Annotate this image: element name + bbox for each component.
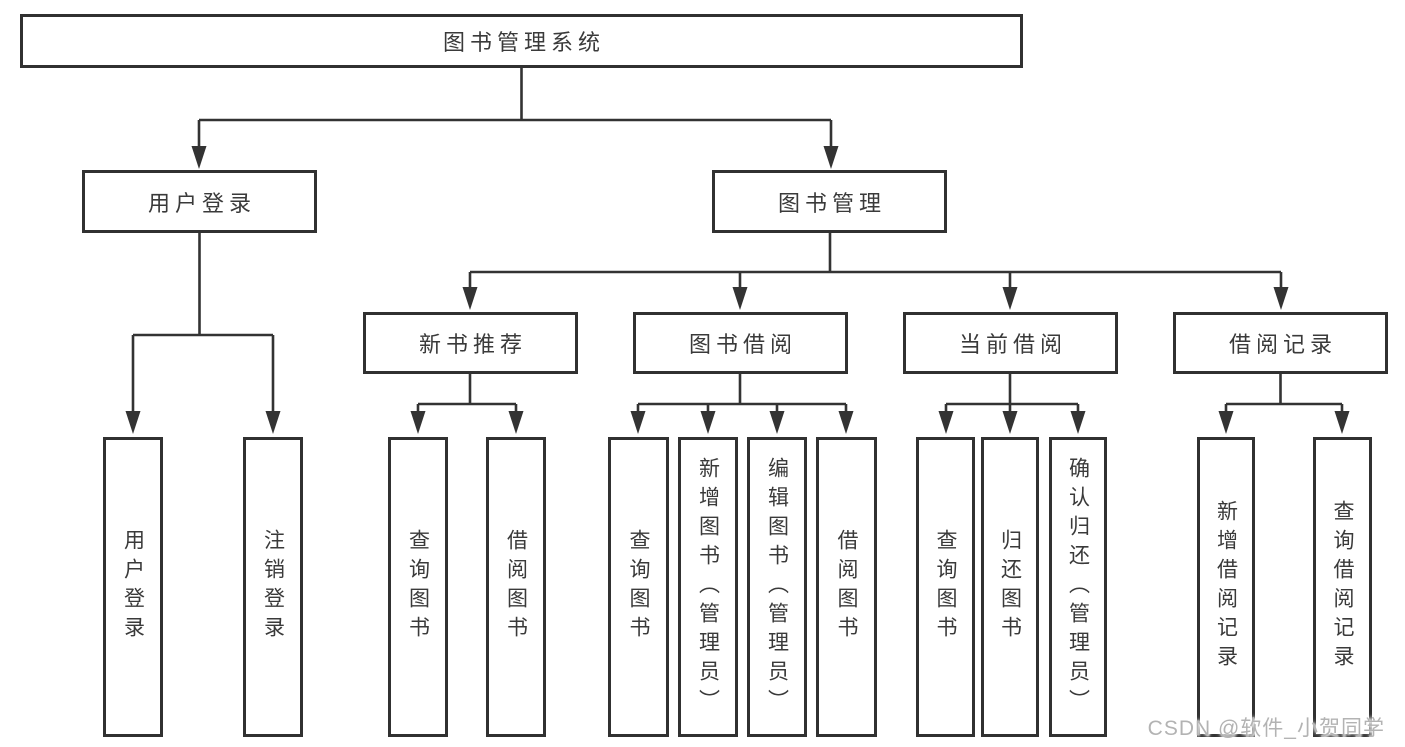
node-book-management: 图书管理 <box>712 170 947 233</box>
leaf-label: 编辑图书（管理员） <box>765 456 789 718</box>
connector-new-book-recommend-to-leaves <box>410 374 524 434</box>
connector-book-management-to-level3 <box>462 233 1289 310</box>
leaf-query-books-borrow: 查询图书 <box>608 437 669 737</box>
leaf-label: 查询图书 <box>627 529 650 645</box>
node-label: 图书管理系统 <box>442 30 605 55</box>
node-user-login: 用户登录 <box>82 170 317 233</box>
leaf-confirm-return-admin: 确认归还（管理员） <box>1049 437 1107 737</box>
leaf-label: 确认归还（管理员） <box>1066 456 1090 718</box>
node-new-book-recommendation: 新书推荐 <box>363 312 578 374</box>
connector-current-borrow-to-leaves <box>938 374 1086 434</box>
leaf-add-borrow-record: 新增借阅记录 <box>1197 437 1255 737</box>
leaf-label: 归还图书 <box>998 529 1022 645</box>
leaf-edit-book-admin: 编辑图书（管理员） <box>747 437 807 737</box>
leaf-add-book-admin: 新增图书（管理员） <box>678 437 738 737</box>
leaf-label: 查询图书 <box>934 529 957 645</box>
leaf-return-books: 归还图书 <box>981 437 1039 737</box>
leaf-query-borrow-record: 查询借阅记录 <box>1313 437 1372 737</box>
leaf-query-books-current: 查询图书 <box>916 437 975 737</box>
leaf-label: 借阅图书 <box>835 529 858 645</box>
node-borrowing-records: 借阅记录 <box>1173 312 1388 374</box>
leaf-logout: 注销登录 <box>243 437 303 737</box>
node-label: 图书借阅 <box>688 332 797 357</box>
leaf-label: 注销登录 <box>261 529 285 645</box>
leaf-label: 用户登录 <box>121 529 145 645</box>
node-library-management-system: 图书管理系统 <box>20 14 1023 68</box>
leaf-label: 查询借阅记录 <box>1331 500 1354 674</box>
node-book-borrowing: 图书借阅 <box>633 312 848 374</box>
leaf-label: 新增借阅记录 <box>1214 500 1238 674</box>
node-label: 用户登录 <box>147 190 256 216</box>
leaf-query-books-recommend: 查询图书 <box>388 437 448 737</box>
leaf-borrow-books: 借阅图书 <box>816 437 877 737</box>
connector-root-to-level2 <box>191 68 839 169</box>
leaf-label: 查询图书 <box>406 529 430 645</box>
node-label: 图书管理 <box>777 190 886 216</box>
node-current-borrowing: 当前借阅 <box>903 312 1118 374</box>
leaf-label: 新增图书（管理员） <box>696 456 720 718</box>
csdn-watermark: CSDN @软件_小贺同学 <box>1147 717 1385 740</box>
connector-book-borrow-to-leaves <box>630 374 854 434</box>
node-label: 当前借阅 <box>958 332 1067 357</box>
connector-user-login-to-leaves <box>125 233 281 434</box>
leaf-label: 借阅图书 <box>504 529 528 645</box>
connector-borrow-records-to-leaves <box>1218 374 1350 434</box>
leaf-borrow-books-recommend: 借阅图书 <box>486 437 546 737</box>
node-label: 新书推荐 <box>418 332 527 357</box>
leaf-user-login: 用户登录 <box>103 437 163 737</box>
node-label: 借阅记录 <box>1228 332 1337 357</box>
